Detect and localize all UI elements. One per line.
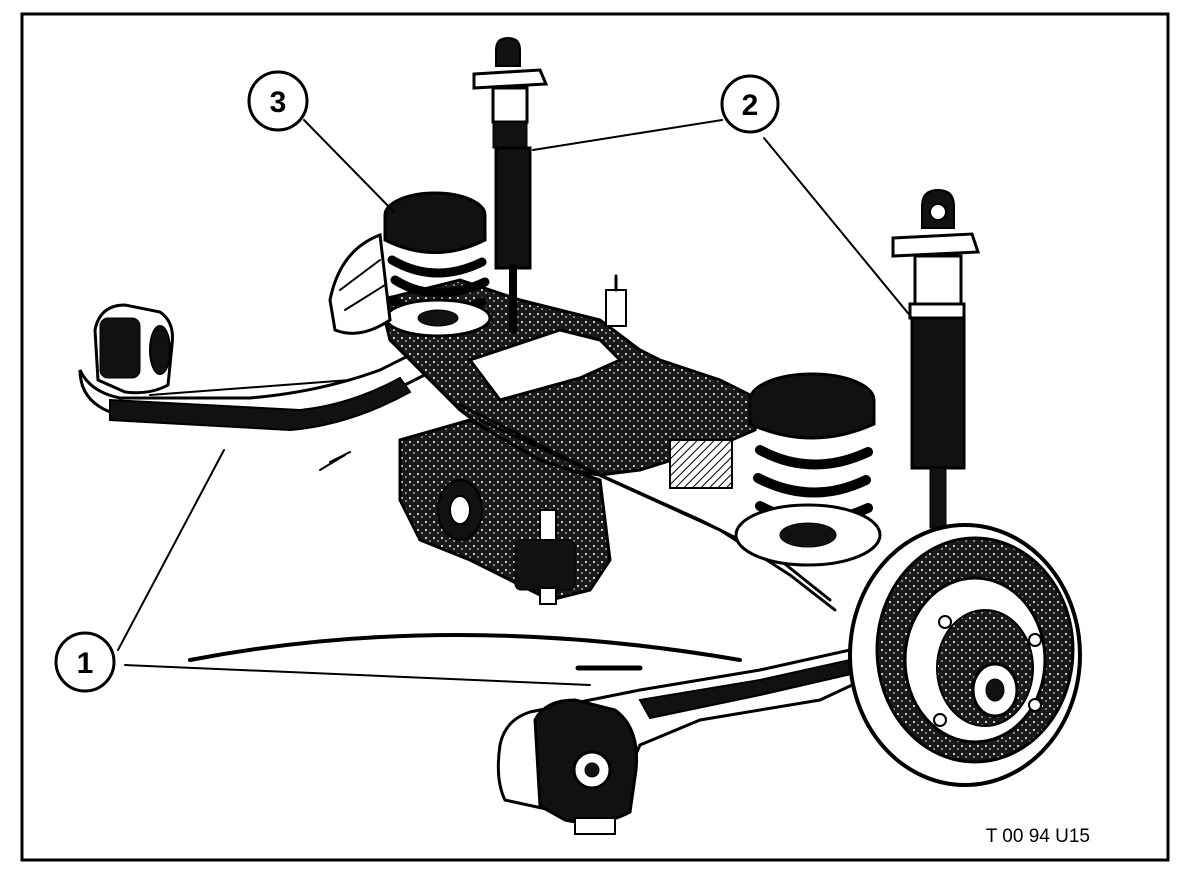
callout-2-label: 2 xyxy=(742,89,759,122)
figure-code: T 00 94 U15 xyxy=(986,826,1090,847)
coil-spring-left xyxy=(328,191,492,338)
coil-spring-right xyxy=(734,372,882,567)
shock-absorber-left xyxy=(472,36,549,334)
brake-disc-right xyxy=(848,523,1082,787)
differential xyxy=(398,418,612,605)
shock-absorber-right xyxy=(891,188,981,529)
callout-3-label: 3 xyxy=(270,86,287,119)
callout-1-label: 1 xyxy=(77,647,94,680)
trailing-arm-left xyxy=(78,303,432,471)
callout-3: 3 xyxy=(247,70,309,132)
figure-frame xyxy=(20,12,1170,862)
callout-1: 1 xyxy=(54,631,116,693)
callout-2: 2 xyxy=(720,74,780,134)
leader-lines xyxy=(117,119,913,686)
trailing-arm-right xyxy=(188,633,883,835)
